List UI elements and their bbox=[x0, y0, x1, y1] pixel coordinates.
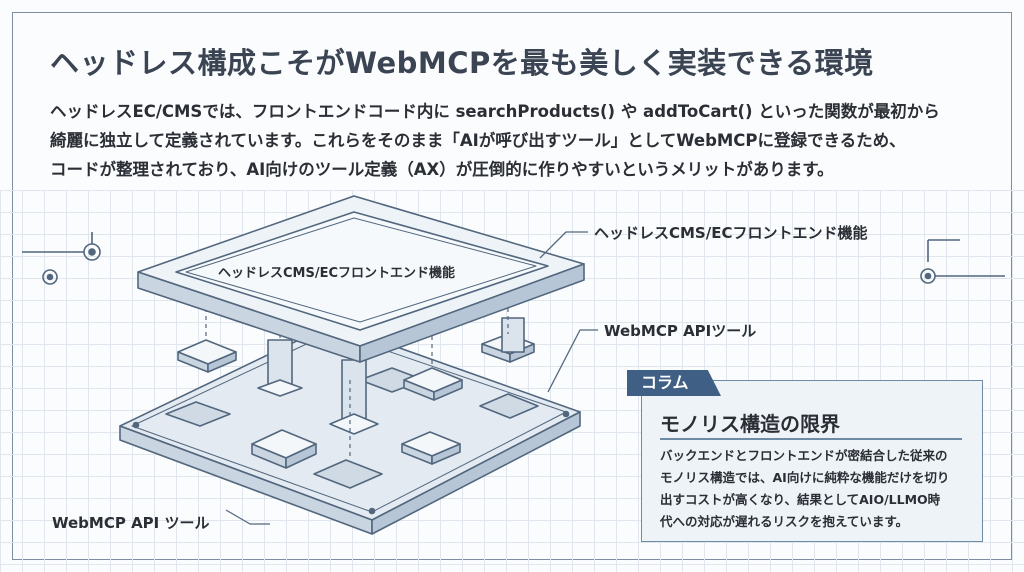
column-heading: モノリス構造の限界 bbox=[660, 412, 840, 436]
column-line: モノリス構造では、AI向けに純粋な機能だけを切り bbox=[660, 470, 950, 485]
callout-top-label: ヘッドレスCMS/ECフロントエンド機能 bbox=[594, 224, 868, 242]
top-plate-label: ヘッドレスCMS/ECフロントエンド機能 bbox=[218, 266, 456, 281]
column-line: 代への対応が遅れるリスクを抱えています。 bbox=[660, 514, 909, 529]
page-title: ヘッドレス構成こそがWebMCPを最も美しく実装できる環境 bbox=[50, 46, 874, 80]
intro-line: コードが整理されており、AI向けのツール定義（AX）が圧倒的に作りやすいというメ… bbox=[50, 160, 834, 179]
intro-line: ヘッドレスEC/CMSでは、フロントエンドコード内に searchProduct… bbox=[50, 102, 940, 121]
column-divider bbox=[660, 438, 962, 440]
intro-line: 綺麗に独立して定義されています。これらをそのまま「AIが呼び出すツール」としてW… bbox=[50, 131, 906, 150]
top-plate bbox=[137, 195, 585, 363]
column-panel bbox=[641, 380, 983, 542]
column-line: バックエンドとフロントエンドが密結合した従来の bbox=[660, 448, 948, 463]
circuit-node-right bbox=[920, 239, 1005, 284]
callout-bottom-label: WebMCP API ツール bbox=[52, 514, 210, 532]
circuit-node-left bbox=[22, 232, 101, 285]
column-line: 出すコストが高くなり、結果としてAIO/LLMO時 bbox=[660, 492, 941, 507]
column-tag: コラム bbox=[627, 370, 721, 396]
intro-text: ヘッドレスEC/CMSでは、フロントエンドコード内に searchProduct… bbox=[50, 97, 990, 184]
callout-middle-label: WebMCP APIツール bbox=[604, 322, 757, 340]
column-body: バックエンドとフロントエンドが密結合した従来の モノリス構造では、AI向けに純粋… bbox=[660, 445, 972, 533]
callout-leaders bbox=[225, 231, 598, 525]
